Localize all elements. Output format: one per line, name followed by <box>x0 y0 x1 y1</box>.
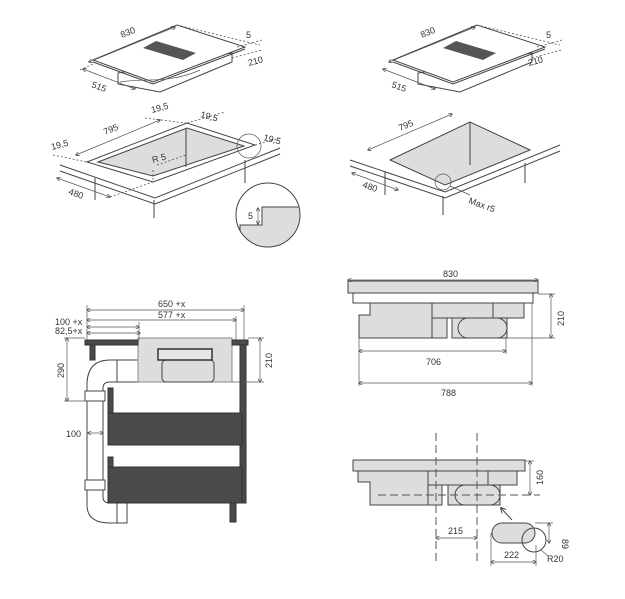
dim-cutout-width: 795 <box>102 122 120 137</box>
vent-slot <box>157 348 213 361</box>
dim-glass: 5 <box>246 30 251 40</box>
corner-marker <box>434 173 452 191</box>
dim-82-5: 82,5+x <box>55 326 83 336</box>
edge-detail: 5 <box>235 182 301 248</box>
dim-height: 210 <box>247 54 264 68</box>
dim-290: 290 <box>56 363 66 378</box>
dim-margin-right: 19,5 <box>262 132 282 146</box>
cutout-isometric-right: 795 480 Max r5 <box>349 114 561 215</box>
dim-cutout-width: 795 <box>397 118 415 133</box>
dim-cutout-depth: 480 <box>67 186 85 201</box>
dim-radius: R 5 <box>151 152 167 165</box>
dim-margin-left: 19,5 <box>50 138 70 152</box>
dim-210: 210 <box>264 353 274 368</box>
dim-height: 210 <box>527 54 544 68</box>
cutout-isometric-left: 795 19,5 19,5 19,5 19,5 R 5 480 5 <box>50 101 301 248</box>
dim-222: 222 <box>504 550 519 560</box>
dim-step: 5 <box>248 211 253 221</box>
dim-depth: 515 <box>390 79 408 94</box>
hob-isometric-left: 830 515 5 210 <box>79 24 264 94</box>
dim-width: 830 <box>419 25 437 40</box>
dim-160: 160 <box>535 470 545 485</box>
dim-margin-right-back: 19,5 <box>199 109 219 123</box>
dim-glass: 5 <box>546 30 551 40</box>
duct-outlet-view: 160 215 89 222 R20 <box>352 433 570 566</box>
detail-marker <box>236 133 262 159</box>
dim-max-radius: Max r5 <box>467 195 496 214</box>
detail-arrow <box>501 508 513 521</box>
dim-100: 100 <box>66 429 81 439</box>
dim-788: 788 <box>441 388 456 398</box>
dim-89: 89 <box>560 539 570 549</box>
dim-width: 830 <box>119 25 137 40</box>
dim-706: 706 <box>426 357 441 367</box>
side-section: 650 +x 577 +x 100 +x 82,5+x 290 210 100 <box>55 299 274 524</box>
dim-215: 215 <box>448 526 463 536</box>
dim-depth: 515 <box>90 79 108 94</box>
dim-margin-back: 19,5 <box>150 101 170 115</box>
dim-100x: 100 +x <box>55 317 83 327</box>
dim-650: 650 +x <box>158 299 186 309</box>
dim-cutout-depth: 480 <box>361 179 379 194</box>
dim-210: 210 <box>556 311 566 326</box>
front-view: 830 706 788 210 <box>348 269 566 398</box>
hob-isometric-right: 830 515 5 210 <box>383 24 563 94</box>
dim-r20: R20 <box>547 554 564 564</box>
dim-577: 577 +x <box>158 310 186 320</box>
dim-830: 830 <box>443 269 458 279</box>
oval-duct-detail <box>491 522 536 544</box>
